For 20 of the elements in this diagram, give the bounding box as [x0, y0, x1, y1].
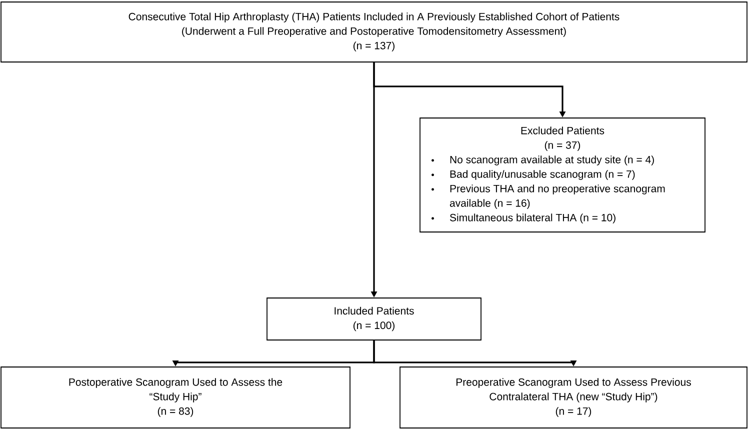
process-box: [400, 366, 748, 428]
box-text: Excluded Patients: [521, 126, 604, 134]
bullet-item: No scanogram available at study site (n = 4): [450, 156, 654, 166]
box-text: (n = 137): [353, 42, 394, 52]
box-text: (Underwent a Full Preoperative and Postoperative Tomodensitometry Assessment): [182, 27, 566, 37]
box-text: (n = 83): [158, 407, 194, 417]
box-text: (n = 37): [544, 141, 580, 151]
box-text: (n = 17): [556, 407, 592, 417]
box-text: Consecutive Total Hip Arthroplasty (THA) Patients Included in A Previously Established Cohort of Patients: [128, 12, 620, 22]
box-text: Preoperative Scanogram Used to Assess Previous Contralateral THA (new “Study Hip”): [456, 378, 691, 402]
bullet-item: Bad quality/unusable scanogram (n = 7): [450, 170, 635, 180]
process-box: [420, 118, 706, 232]
box-text: Postoperative Scanogram Used to Assess the “Study Hip”: [69, 378, 282, 402]
process-box: [0, 2, 748, 62]
box-text: Included Patients: [334, 306, 414, 315]
box-text: (n = 100): [354, 321, 394, 332]
bullet-item: Simultaneous bilateral THA (n = 10): [450, 214, 616, 224]
process-box: [266, 298, 482, 340]
bullet-item: Previous THA and no preoperative scanogram available (n = 16): [450, 184, 665, 209]
process-box: [0, 366, 350, 428]
